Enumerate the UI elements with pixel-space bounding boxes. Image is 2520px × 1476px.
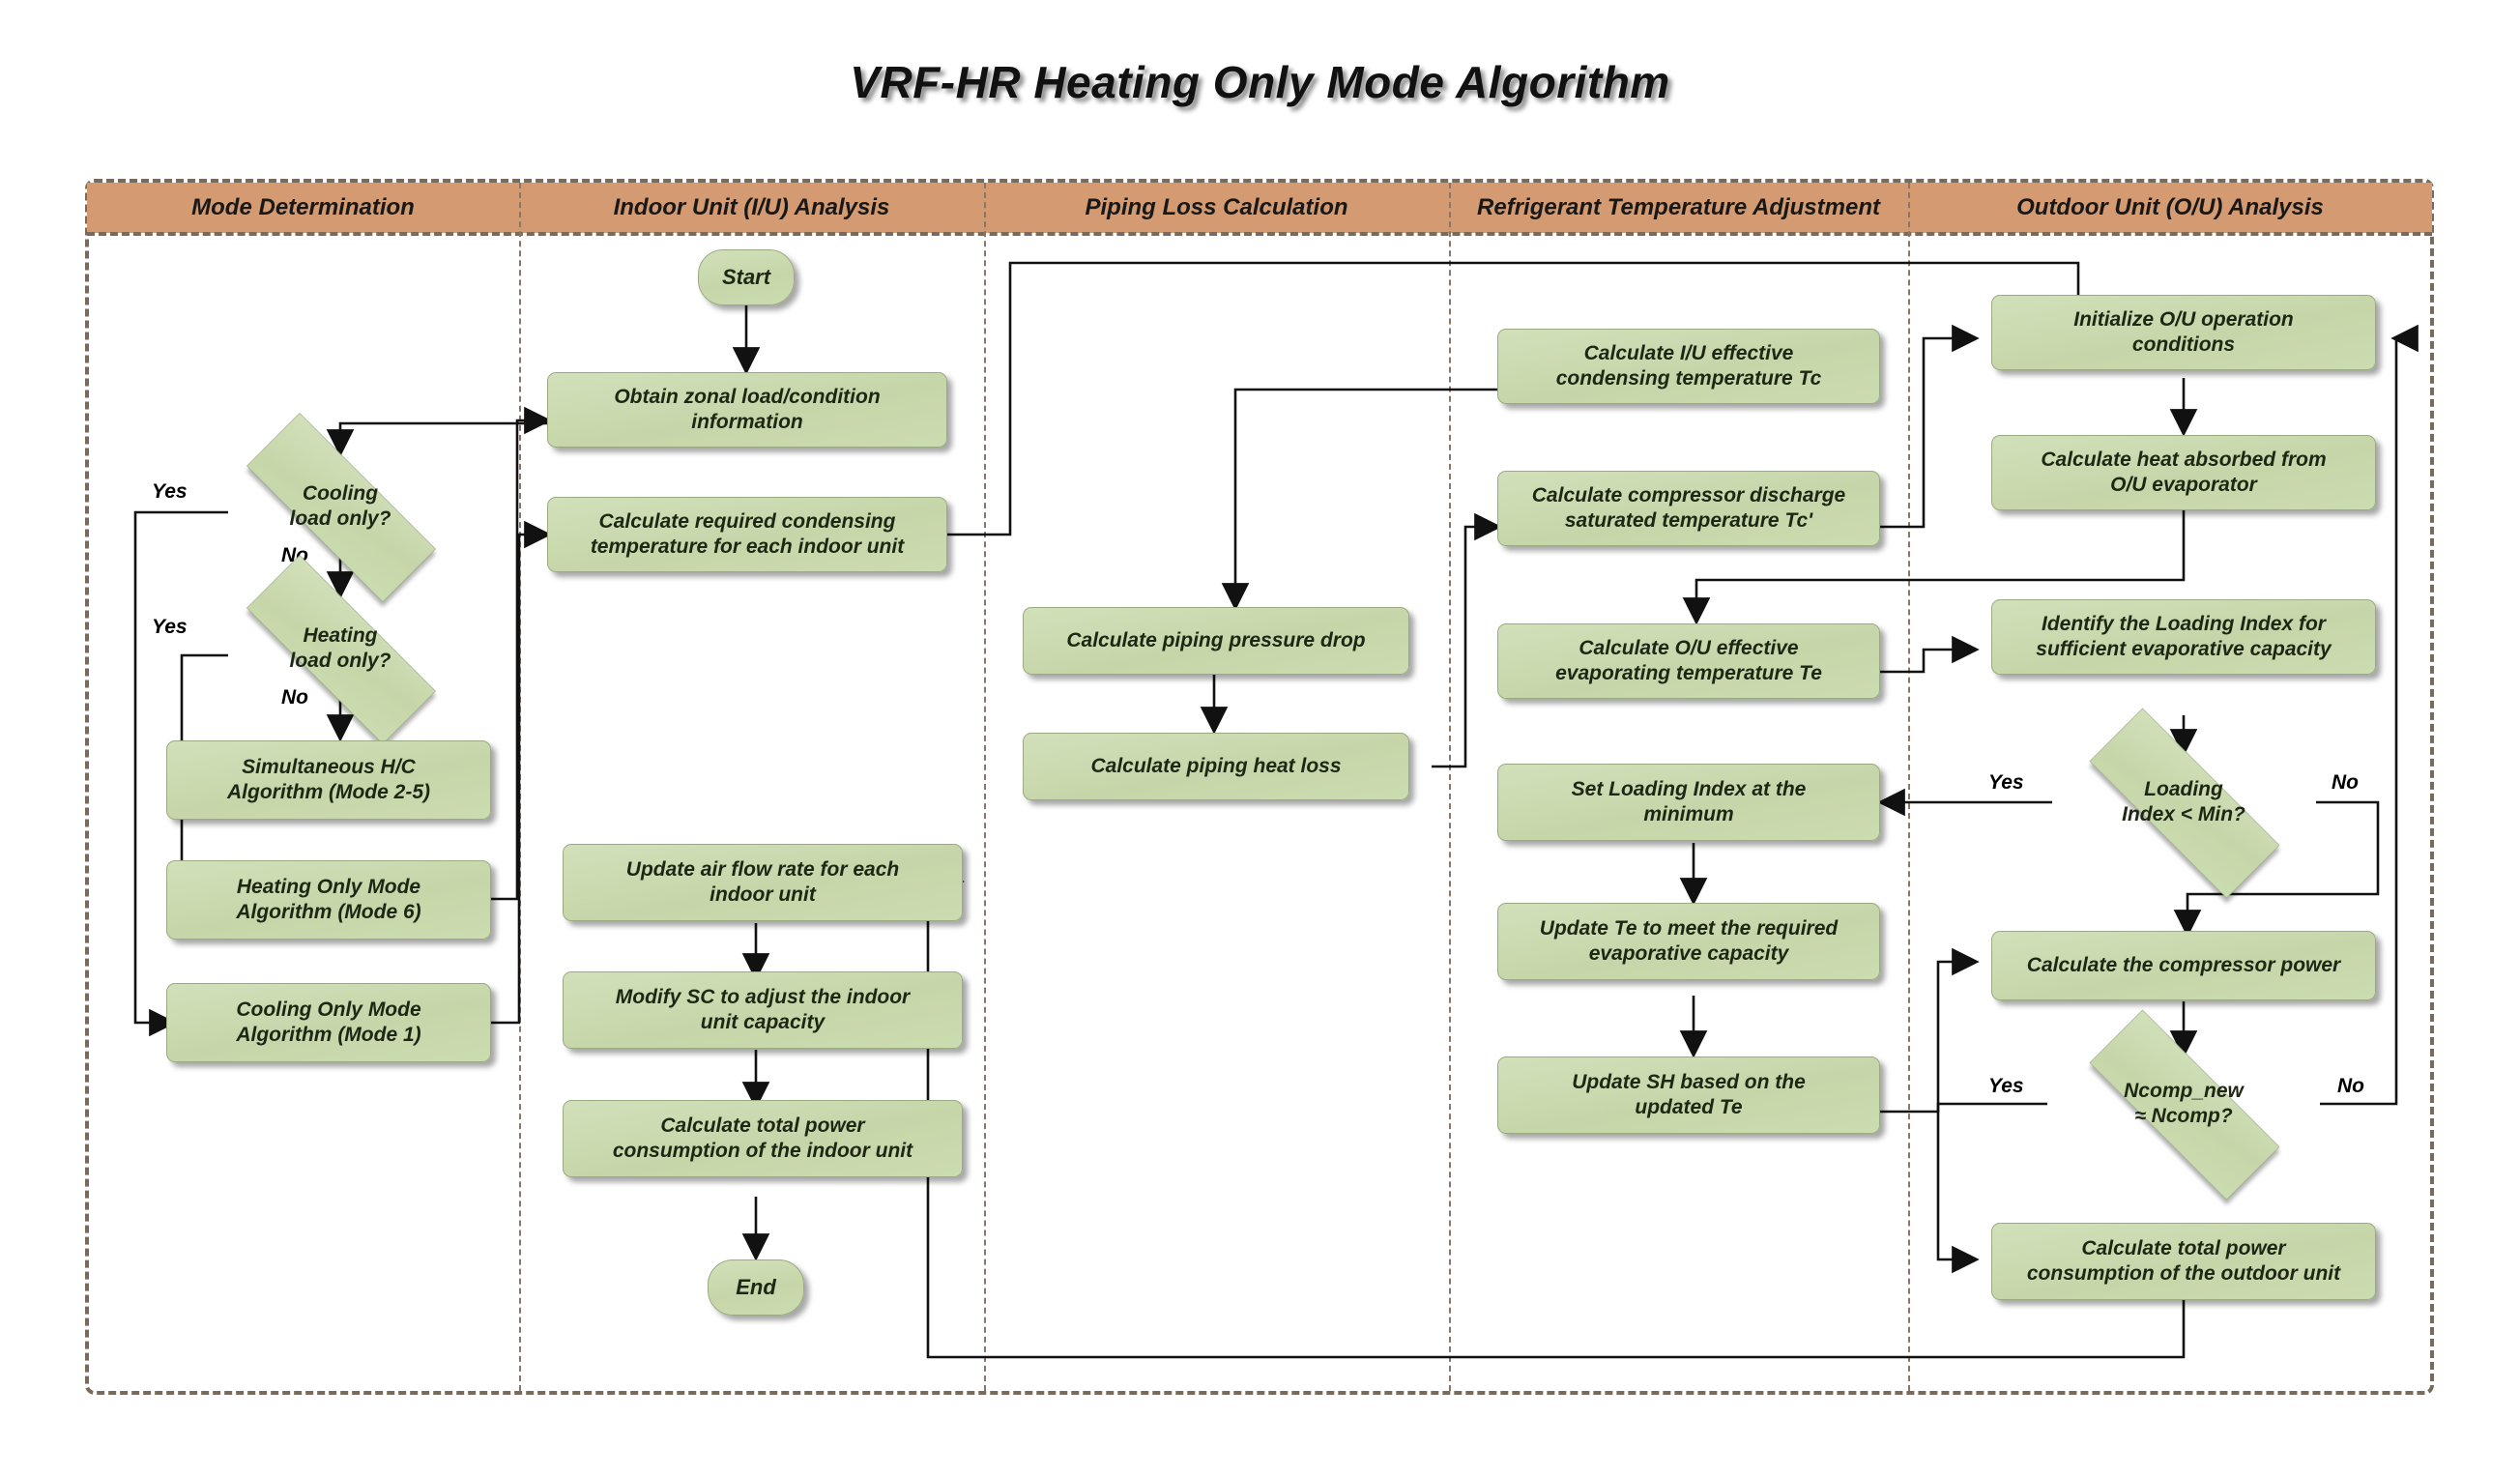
process-calc-ou-effective-evaporating-temp[interactable]: Calculate O/U effective evaporating temp…: [1497, 623, 1880, 699]
process-calc-required-condensing-temp[interactable]: Calculate required condensing temperatur…: [547, 497, 947, 572]
process-simultaneous-hc-algorithm[interactable]: Simultaneous H/C Algorithm (Mode 2-5): [166, 740, 491, 820]
terminator-start[interactable]: Start: [698, 249, 795, 305]
lane-header-refrigerant-temp: Refrigerant Temperature Adjustment: [1449, 183, 1908, 233]
lane-header-indoor-unit: Indoor Unit (I/U) Analysis: [519, 183, 984, 233]
process-update-te[interactable]: Update Te to meet the required evaporati…: [1497, 903, 1880, 980]
decision-label: Heating load only?: [289, 623, 391, 672]
branch-label-heating-no: No: [281, 686, 308, 709]
lane-divider-2: [984, 183, 986, 1391]
process-update-sh[interactable]: Update SH based on the updated Te: [1497, 1056, 1880, 1134]
process-calc-total-power-indoor-unit[interactable]: Calculate total power consumption of the…: [563, 1100, 963, 1177]
lane-header-piping-loss: Piping Loss Calculation: [984, 183, 1449, 233]
branch-label-cooling-yes: Yes: [152, 480, 188, 503]
process-obtain-zonal-load-condition[interactable]: Obtain zonal load/condition information: [547, 372, 947, 448]
decision-ncomp-convergence[interactable]: Ncomp_new ≈ Ncomp?: [2047, 1009, 2320, 1201]
process-calc-compressor-power[interactable]: Calculate the compressor power: [1991, 931, 2376, 1000]
branch-label-ncomp-no: No: [2337, 1075, 2364, 1097]
branch-label-ncomp-yes: Yes: [1988, 1075, 2024, 1097]
lane-header-label: Mode Determination: [191, 194, 415, 220]
branch-label-heating-yes: Yes: [152, 616, 188, 638]
lane-header-underline: [87, 232, 2432, 236]
lane-header-outdoor-unit: Outdoor Unit (O/U) Analysis: [1908, 183, 2432, 233]
lane-divider-4: [1908, 183, 1910, 1391]
lane-header-label: Outdoor Unit (O/U) Analysis: [2016, 194, 2324, 220]
lane-header-label: Indoor Unit (I/U) Analysis: [613, 194, 890, 220]
decision-label: Cooling load only?: [289, 481, 391, 530]
process-initialize-ou-conditions[interactable]: Initialize O/U operation conditions: [1991, 295, 2376, 370]
decision-heating-load-only[interactable]: Heating load only?: [205, 555, 476, 744]
process-calc-piping-pressure-drop[interactable]: Calculate piping pressure drop: [1023, 607, 1409, 675]
process-calc-compressor-discharge-temp[interactable]: Calculate compressor discharge saturated…: [1497, 471, 1880, 546]
decision-loading-index-min[interactable]: Loading Index < Min?: [2047, 708, 2320, 899]
decision-label: Ncomp_new ≈ Ncomp?: [2124, 1079, 2244, 1127]
process-identify-loading-index[interactable]: Identify the Loading Index for sufficien…: [1991, 599, 2376, 675]
page-title: VRF-HR Heating Only Mode Algorithm: [850, 57, 1670, 107]
process-calc-piping-heat-loss[interactable]: Calculate piping heat loss: [1023, 733, 1409, 800]
process-heating-only-mode-algorithm[interactable]: Heating Only Mode Algorithm (Mode 6): [166, 860, 491, 940]
branch-label-loading-yes: Yes: [1988, 771, 2024, 794]
process-set-loading-index-minimum[interactable]: Set Loading Index at the minimum: [1497, 764, 1880, 841]
lane-header-mode-determination: Mode Determination: [87, 183, 519, 233]
lane-header-label: Refrigerant Temperature Adjustment: [1477, 194, 1880, 220]
process-calc-iu-effective-condensing-temp[interactable]: Calculate I/U effective condensing tempe…: [1497, 329, 1880, 404]
terminator-end[interactable]: End: [708, 1259, 804, 1316]
diagram-frame: [85, 179, 2434, 1395]
lane-divider-1: [519, 183, 521, 1391]
process-modify-sc[interactable]: Modify SC to adjust the indoor unit capa…: [563, 971, 963, 1049]
lane-header-label: Piping Loss Calculation: [1085, 194, 1348, 220]
process-calc-heat-absorbed-ou-evaporator[interactable]: Calculate heat absorbed from O/U evapora…: [1991, 435, 2376, 510]
branch-label-loading-no: No: [2332, 771, 2359, 794]
process-calc-total-power-outdoor-unit[interactable]: Calculate total power consumption of the…: [1991, 1223, 2376, 1300]
decision-label: Loading Index < Min?: [2122, 777, 2245, 825]
process-update-air-flow-rate[interactable]: Update air flow rate for each indoor uni…: [563, 844, 963, 921]
decision-cooling-load-only[interactable]: Cooling load only?: [205, 413, 476, 602]
process-cooling-only-mode-algorithm[interactable]: Cooling Only Mode Algorithm (Mode 1): [166, 983, 491, 1062]
lane-divider-3: [1449, 183, 1451, 1391]
